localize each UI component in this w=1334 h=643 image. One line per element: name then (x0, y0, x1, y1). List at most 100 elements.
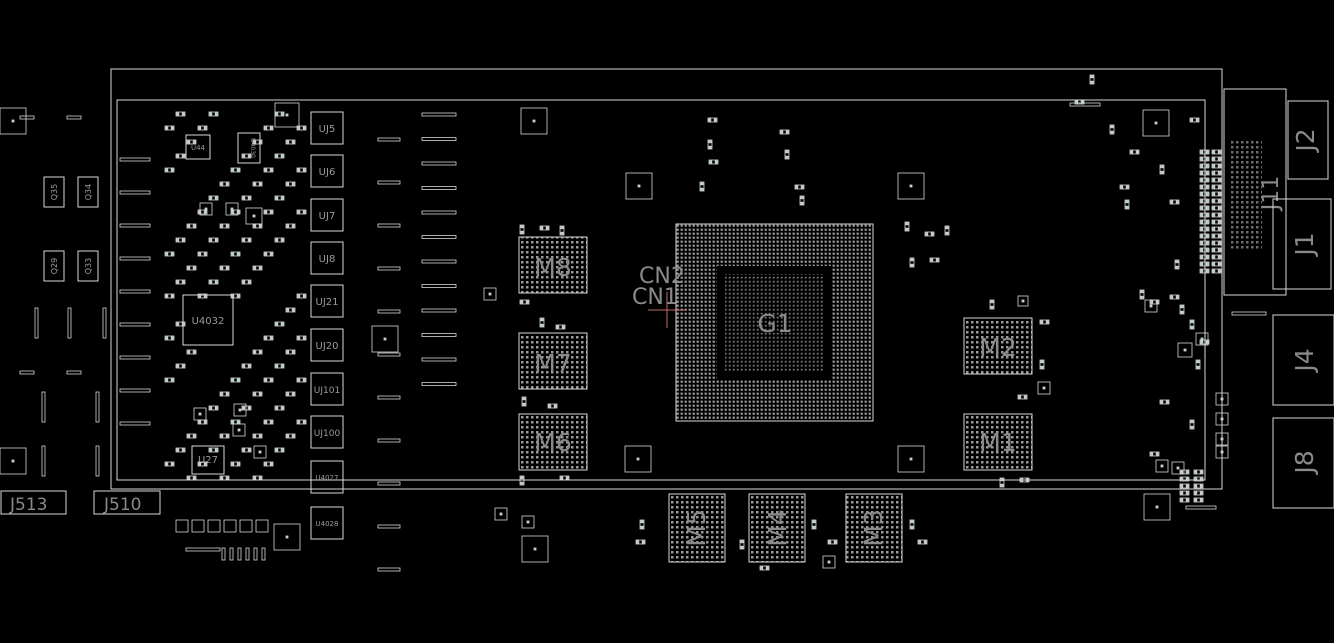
mosfet-q29[interactable]: Q29 (43, 250, 65, 282)
passive-part (785, 155, 789, 159)
ic-u4032[interactable]: U4032 (182, 294, 234, 346)
passive-part (175, 279, 186, 285)
ic-uj5[interactable]: UJ5 (310, 111, 344, 145)
ic-uj100[interactable]: UJ100 (310, 415, 344, 449)
passive-part (1020, 478, 1024, 482)
passive-part (1194, 491, 1198, 495)
passive-part (545, 226, 549, 230)
connector-j1[interactable]: J1 (1272, 198, 1332, 290)
connector-j8[interactable]: J8 (1272, 417, 1334, 509)
memory-m6[interactable]: M6 (518, 413, 588, 471)
passive-part (164, 125, 175, 131)
ic-uj21[interactable]: UJ21 (310, 284, 344, 318)
ic-u4028[interactable]: U4028 (310, 506, 344, 540)
passive-part (1217, 199, 1221, 203)
passive-part (1211, 149, 1222, 155)
passive-part (1194, 477, 1198, 481)
label-u27: U27 (198, 455, 218, 466)
passive-part (1217, 164, 1221, 168)
passive-part (297, 378, 301, 382)
passive-part (247, 280, 251, 284)
ic-u27[interactable]: U27 (191, 445, 225, 475)
passive-part (286, 224, 290, 228)
passive-part (1190, 118, 1194, 122)
passive-part (812, 525, 816, 529)
connector-j11[interactable]: J11 (1223, 88, 1287, 296)
mosfet-q35[interactable]: Q35 (43, 176, 65, 208)
passive-part (1160, 170, 1164, 174)
passive-part (989, 299, 995, 310)
passive-part (1211, 226, 1222, 232)
passive-part (236, 252, 240, 256)
passive-part (263, 461, 274, 467)
passive-part (175, 111, 186, 117)
passive-part (187, 140, 191, 144)
passive-part (297, 336, 301, 340)
passive-part (522, 402, 526, 406)
ic-uj6[interactable]: UJ6 (310, 154, 344, 188)
passive-part (253, 140, 257, 144)
ic-u4030[interactable]: U4030 (237, 132, 261, 164)
memory-m5[interactable]: M5 (668, 493, 726, 563)
ic-uj101[interactable]: UJ101 (310, 372, 344, 406)
passive-part (198, 252, 202, 256)
memory-m7[interactable]: M7 (518, 332, 588, 390)
passive-part (1185, 484, 1189, 488)
passive-part (1215, 412, 1229, 426)
passive-part (242, 280, 246, 284)
gpu-g1[interactable]: G1 (675, 223, 874, 422)
passive-part (164, 293, 175, 299)
passive-part (264, 126, 268, 130)
passive-part (274, 405, 285, 411)
passive-part (827, 539, 838, 545)
passive-part (1205, 213, 1209, 217)
passive-part (1125, 205, 1129, 209)
passive-part (231, 210, 235, 214)
mosfet-q33[interactable]: Q33 (77, 250, 99, 282)
passive-part (208, 111, 219, 117)
passive-part (1000, 478, 1004, 482)
ic-uj7[interactable]: UJ7 (310, 198, 344, 232)
ic-uj8[interactable]: UJ8 (310, 241, 344, 275)
passive-part (1199, 240, 1210, 246)
ic-uj20[interactable]: UJ20 (310, 328, 344, 362)
passive-part (175, 321, 186, 327)
passive-part (225, 434, 229, 438)
passive-part (1199, 156, 1210, 162)
mosfet-q34[interactable]: Q34 (77, 176, 99, 208)
passive-part (1212, 241, 1216, 245)
passive-part (1175, 265, 1179, 269)
passive-part (66, 370, 82, 375)
connector-j510[interactable]: J510 (93, 490, 161, 515)
connector-j513[interactable]: J513 (0, 490, 67, 515)
memory-m4[interactable]: M4 (748, 493, 806, 563)
label-m4: M4 (763, 509, 792, 546)
passive-part (264, 336, 268, 340)
passive-part (1125, 185, 1129, 189)
connector-j4[interactable]: J4 (1272, 314, 1334, 406)
passive-part (1199, 268, 1210, 274)
passive-part (285, 307, 296, 313)
passive-part (1211, 184, 1222, 190)
memory-m8[interactable]: M8 (518, 236, 588, 294)
passive-part (483, 287, 497, 301)
connector-j2[interactable]: J2 (1287, 100, 1329, 180)
label-u4028: U4028 (316, 520, 339, 528)
passive-part (548, 404, 552, 408)
passive-part (203, 210, 207, 214)
passive-part (263, 251, 274, 257)
memory-m2[interactable]: M2 (963, 317, 1033, 375)
passive-part (291, 224, 295, 228)
memory-m1[interactable]: M1 (963, 413, 1033, 471)
passive-part (1155, 505, 1159, 509)
ic-u4027[interactable]: U4027 (310, 460, 344, 494)
passive-part (1190, 325, 1194, 329)
ic-u44[interactable]: U44 (185, 134, 211, 160)
passive-part (1199, 470, 1203, 474)
label-m7: M7 (534, 349, 571, 378)
passive-part (1037, 381, 1051, 395)
memory-m3[interactable]: M3 (845, 493, 903, 563)
passive-part (230, 209, 241, 215)
passive-part (219, 181, 230, 187)
